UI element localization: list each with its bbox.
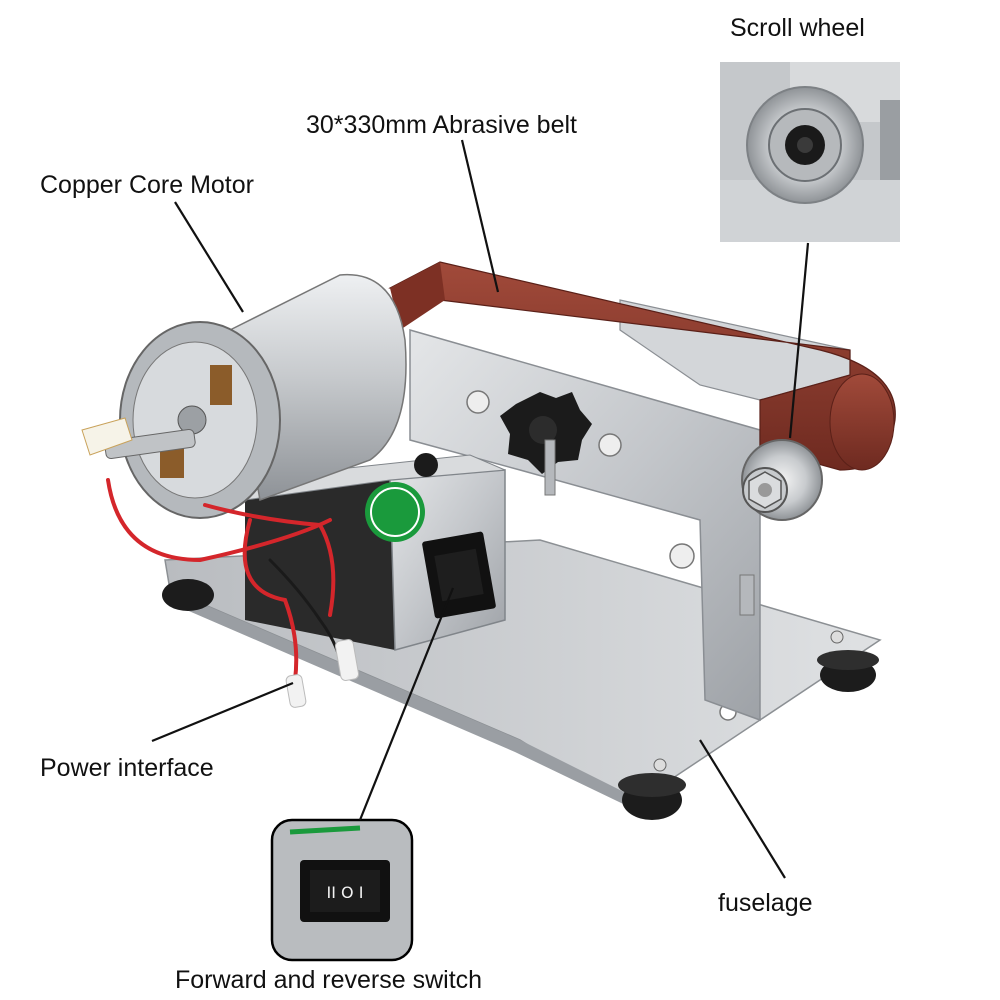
scroll-wheel-label: Scroll wheel [730, 14, 865, 42]
scroll-wheel-inset [720, 62, 900, 242]
fuselage-label: fuselage [718, 889, 813, 917]
leader-lines [151, 139, 810, 879]
motor-label: Copper Core Motor [40, 171, 254, 199]
tension-wheel [741, 439, 823, 521]
abrasive-belt-label: 30*330mm Abrasive belt [306, 111, 577, 139]
switch-box [244, 453, 506, 651]
star-knob [500, 392, 592, 496]
wires [106, 478, 342, 682]
switch-symbol: II O I [327, 883, 364, 902]
power-interface-label: Power interface [40, 754, 214, 782]
switch-label: Forward and reverse switch [175, 966, 483, 994]
copper-core-motor [81, 273, 407, 519]
switch-inset: II O I [270, 818, 414, 962]
